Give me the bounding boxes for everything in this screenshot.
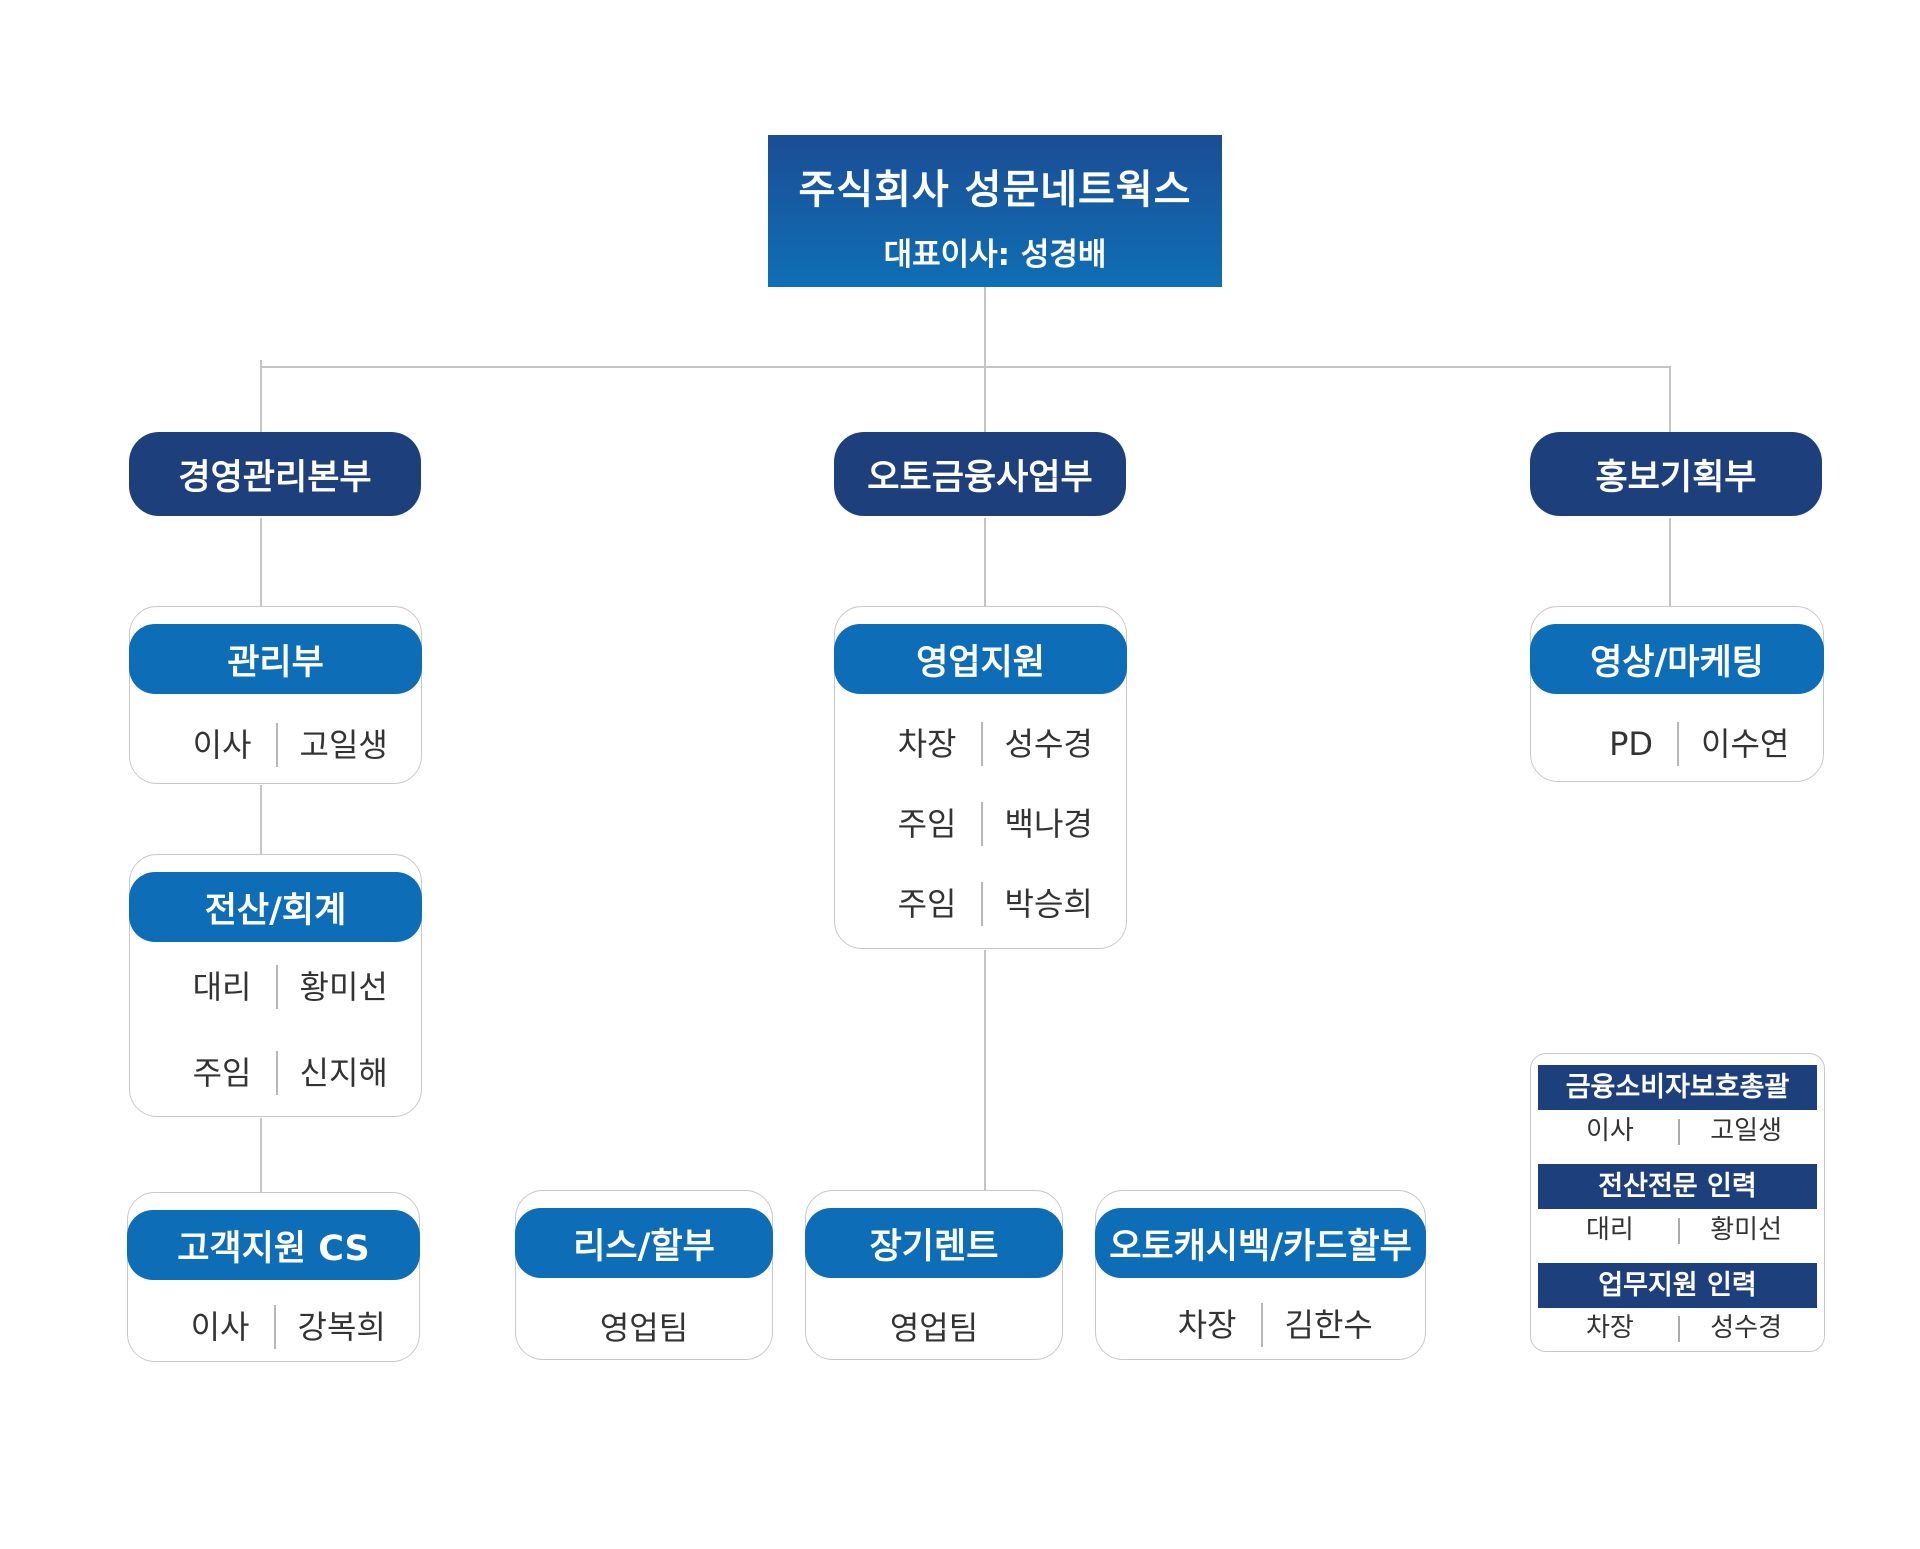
member-name: 성수경 [1004,725,1093,763]
dept-auto-cashback: 오토캐시백/카드할부 차장 김한수 [1095,1190,1426,1360]
division-auto-finance: 오토금융사업부 [834,432,1126,516]
member-name: 황미선 [299,968,388,1006]
division-mgmt: 경영관리본부 [129,432,421,516]
row-divider [980,882,983,926]
compliance-section-title: 업무지원 인력 [1538,1263,1817,1308]
dept-sales-support: 영업지원 차장 성수경 주임 백나경 주임 박승희 [834,606,1127,949]
member-role: 차장 [1586,1313,1634,1343]
dept-media-marketing: 영상/마케팅 PD 이수연 [1530,606,1824,782]
connector-right-down [1669,366,1671,436]
compliance-row: 이사 고일생 [1531,1113,1824,1149]
dept-lease: 리스/할부 영업팀 [515,1190,773,1360]
row-divider [1677,1218,1680,1244]
member-role: 주임 [897,805,957,843]
member-name: 성수경 [1710,1313,1782,1343]
dept-customer-support-title: 고객지원 CS [127,1210,420,1280]
member-name: 강복희 [297,1308,386,1346]
member-name: 백나경 [1004,805,1093,843]
company-name: 주식회사 성문네트웍스 [798,167,1192,213]
dept-admin-title: 관리부 [129,624,422,694]
member-row: 주임 백나경 [835,802,1126,846]
member-row: 차장 김한수 [1096,1303,1425,1347]
member-role: 차장 [1177,1306,1237,1344]
member-name: 박승희 [1004,885,1093,923]
connector-auto-sales [984,518,986,610]
connector-ceo-down [984,287,986,435]
member-name: 이수연 [1701,725,1790,763]
member-row: 주임 신지해 [130,1051,421,1095]
row-divider [275,965,278,1009]
dept-customer-support: 고객지원 CS 이사 강복희 [127,1192,420,1362]
team-label: 영업팀 [599,1309,689,1347]
member-role: 주임 [897,885,957,923]
member-role: 대리 [1586,1215,1634,1245]
row-divider [275,723,278,767]
row-divider [1260,1303,1263,1347]
row-divider [980,722,983,766]
member-role: 이사 [1586,1116,1634,1146]
member-name: 고일생 [1710,1116,1782,1146]
dept-media-marketing-title: 영상/마케팅 [1530,624,1824,694]
connector-it-cs [260,1118,262,1198]
dept-it-accounting: 전산/회계 대리 황미선 주임 신지해 [129,854,422,1117]
dept-admin: 관리부 이사 고일생 [129,606,422,784]
connector-horizontal [260,366,1671,368]
row-divider [273,1305,276,1349]
member-role: 주임 [192,1054,252,1092]
division-pr: 홍보기획부 [1530,432,1822,516]
dept-it-accounting-title: 전산/회계 [129,872,422,942]
ceo-name: 대표이사: 성경배 [883,237,1107,273]
connector-mgmt-admin [260,518,262,610]
member-role: 이사 [190,1308,250,1346]
member-row: 이사 강복희 [128,1305,419,1349]
member-name: 김한수 [1284,1306,1373,1344]
compliance-row: 차장 성수경 [1531,1310,1824,1346]
member-row: 대리 황미선 [130,965,421,1009]
row-divider [1677,1316,1680,1342]
member-row: 이사 고일생 [130,723,421,767]
compliance-row: 대리 황미선 [1531,1212,1824,1248]
dept-long-term-rent: 장기렌트 영업팀 [805,1190,1063,1360]
member-name: 신지해 [299,1054,388,1092]
member-role: PD [1609,725,1653,763]
compliance-section-title: 금융소비자보호총괄 [1538,1065,1817,1110]
row-divider [980,802,983,846]
connector-pr-media [1669,518,1671,610]
connector-admin-it [260,785,262,858]
member-name: 고일생 [299,726,388,764]
member-row: 차장 성수경 [835,722,1126,766]
ceo-box: 주식회사 성문네트웍스 대표이사: 성경배 [768,135,1222,287]
compliance-box: 금융소비자보호총괄 이사 고일생 전산전문 인력 대리 황미선 업무지원 인력 … [1530,1053,1825,1352]
dept-auto-cashback-title: 오토캐시백/카드할부 [1095,1208,1426,1278]
compliance-section-title: 전산전문 인력 [1538,1164,1817,1209]
member-role: 이사 [192,726,252,764]
row-divider [1677,1119,1680,1145]
row-divider [1677,722,1679,766]
dept-long-term-rent-title: 장기렌트 [805,1208,1063,1278]
dept-lease-title: 리스/할부 [515,1208,773,1278]
member-name: 황미선 [1710,1215,1782,1245]
member-row: 주임 박승희 [835,882,1126,926]
dept-sales-support-title: 영업지원 [834,624,1127,694]
connector-left-down [260,360,262,436]
connector-sales-rent [984,950,986,1196]
row-divider [275,1051,278,1095]
team-label: 영업팀 [889,1309,979,1347]
member-role: 대리 [192,968,252,1006]
member-row: PD 이수연 [1531,722,1823,766]
member-role: 차장 [897,725,957,763]
